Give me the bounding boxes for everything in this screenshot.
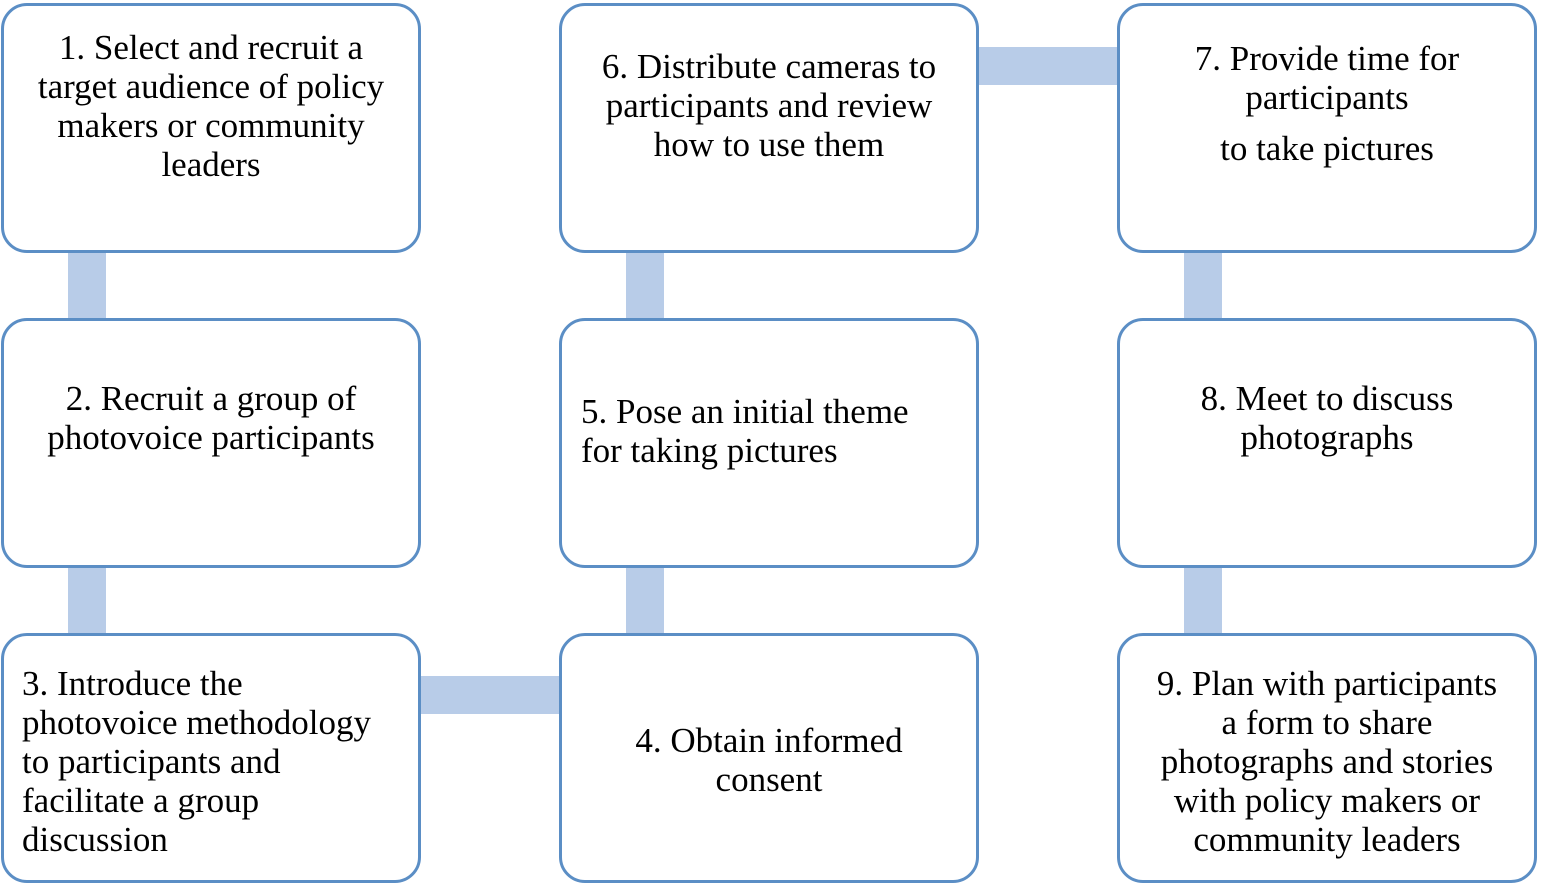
step-box-8: 8. Meet to discuss photographs xyxy=(1117,318,1537,568)
step-7-line: to take pictures xyxy=(1220,129,1434,168)
step-8-line: 8. Meet to discuss xyxy=(1200,379,1454,418)
step-5-line: for taking pictures xyxy=(581,431,838,470)
connector-step1-step2 xyxy=(68,253,106,318)
step-5-line: 5. Pose an initial theme xyxy=(581,392,909,431)
step-text-3: 3. Introduce the photovoice methodology … xyxy=(22,664,400,859)
step-3-line: 3. Introduce the xyxy=(22,664,243,703)
step-text-8: 8. Meet to discuss photographs xyxy=(1138,379,1516,457)
connector-step5-step6 xyxy=(626,253,664,318)
step-9-line: a form to share xyxy=(1221,703,1433,742)
step-8-line: photographs xyxy=(1240,418,1414,457)
connector-step8-step9 xyxy=(1184,568,1222,633)
step-text-1: 1. Select and recruit a target audience … xyxy=(22,28,400,184)
step-9-line: photographs and stories xyxy=(1160,742,1494,781)
step-1-line: makers or community xyxy=(57,106,365,145)
step-9-line: with policy makers or xyxy=(1173,781,1481,820)
step-box-5: 5. Pose an initial theme for taking pict… xyxy=(559,318,979,568)
step-4-line: consent xyxy=(715,760,823,799)
step-6-line: 6. Distribute cameras to xyxy=(601,47,937,86)
step-text-6: 6. Distribute cameras to participants an… xyxy=(580,47,958,164)
step-2-line: photovoice participants xyxy=(47,418,375,457)
step-text-9: 9. Plan with participants a form to shar… xyxy=(1138,664,1516,859)
step-2-line: 2. Recruit a group of xyxy=(65,379,357,418)
step-box-9: 9. Plan with participants a form to shar… xyxy=(1117,633,1537,883)
step-box-1: 1. Select and recruit a target audience … xyxy=(1,3,421,253)
step-6-line: participants and review xyxy=(605,86,933,125)
step-box-3: 3. Introduce the photovoice methodology … xyxy=(1,633,421,883)
step-box-4: 4. Obtain informed consent xyxy=(559,633,979,883)
connector-step3-step4 xyxy=(421,676,559,714)
step-text-7: 7. Provide time for participants to take… xyxy=(1138,39,1516,168)
step-6-line: how to use them xyxy=(653,125,885,164)
step-box-6: 6. Distribute cameras to participants an… xyxy=(559,3,979,253)
step-9-line: 9. Plan with participants xyxy=(1156,664,1498,703)
step-4-line: 4. Obtain informed xyxy=(635,721,903,760)
step-9-line: community leaders xyxy=(1193,820,1461,859)
connector-step7-step8 xyxy=(1184,253,1222,318)
step-3-line: facilitate a group xyxy=(22,781,260,820)
step-1-line: target audience of policy xyxy=(37,67,385,106)
step-3-line: discussion xyxy=(22,820,168,859)
step-text-5: 5. Pose an initial theme for taking pict… xyxy=(581,392,958,470)
step-1-line: leaders xyxy=(161,145,261,184)
step-box-2: 2. Recruit a group of photovoice partici… xyxy=(1,318,421,568)
connector-step4-step5 xyxy=(626,568,664,633)
step-box-7: 7. Provide time for participants to take… xyxy=(1117,3,1537,253)
step-7-line: participants xyxy=(1245,78,1409,117)
connector-step2-step3 xyxy=(68,568,106,633)
step-1-line: 1. Select and recruit a xyxy=(58,28,364,67)
step-3-line: to participants and xyxy=(22,742,281,781)
step-text-4: 4. Obtain informed consent xyxy=(580,721,958,799)
step-text-2: 2. Recruit a group of photovoice partici… xyxy=(22,379,400,457)
step-7-line: 7. Provide time for xyxy=(1194,39,1460,78)
connector-step6-step7 xyxy=(979,47,1117,85)
step-3-line: photovoice methodology xyxy=(22,703,371,742)
